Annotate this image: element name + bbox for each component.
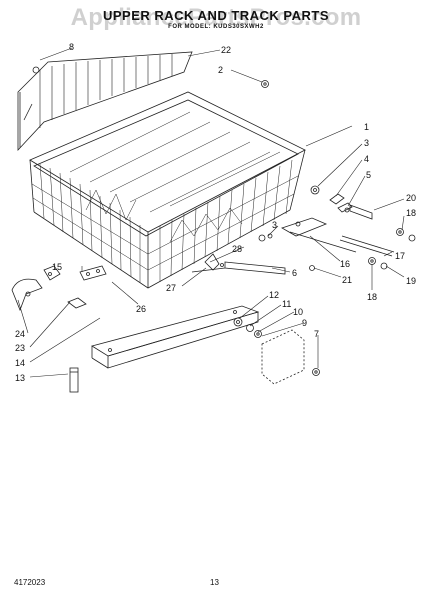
callout-26: 26 bbox=[136, 304, 146, 314]
callout-10: 10 bbox=[293, 307, 303, 317]
callout-22: 22 bbox=[221, 45, 231, 55]
callout-11: 11 bbox=[282, 299, 291, 309]
callout-27: 27 bbox=[166, 283, 176, 293]
callout-12: 12 bbox=[269, 290, 279, 300]
callout-7: 7 bbox=[314, 329, 319, 339]
tine-row-panel bbox=[17, 51, 193, 152]
rack-hardware bbox=[204, 80, 416, 271]
callout-20: 20 bbox=[406, 193, 416, 203]
callout-18-upper: 18 bbox=[406, 208, 416, 218]
callout-23: 23 bbox=[15, 343, 25, 353]
track-end-hardware bbox=[233, 317, 320, 385]
part-number: 4172023 bbox=[14, 578, 46, 587]
callout-17: 17 bbox=[395, 251, 405, 261]
callout-6: 6 bbox=[292, 268, 297, 278]
callout-5: 5 bbox=[366, 170, 371, 180]
watermark: AppliancePartsPros.com bbox=[70, 4, 362, 31]
page-title: UPPER RACK AND TRACK PARTS bbox=[102, 8, 330, 23]
callout-16: 16 bbox=[340, 259, 350, 269]
left-small-parts bbox=[11, 265, 107, 393]
callout-8: 8 bbox=[69, 42, 74, 52]
page-number: 13 bbox=[210, 578, 219, 587]
callout-3-lower: 3 bbox=[272, 220, 277, 230]
callout-labels: 8 22 2 1 3 4 5 20 18 17 19 18 21 16 3 28… bbox=[15, 42, 416, 383]
callout-19: 19 bbox=[406, 276, 416, 286]
upper-track-rail bbox=[191, 261, 286, 275]
callout-15: 15 bbox=[52, 262, 62, 272]
callout-2: 2 bbox=[218, 65, 223, 75]
upper-rack-basket bbox=[29, 91, 306, 289]
callout-3-upper: 3 bbox=[364, 138, 369, 148]
lower-track-channel bbox=[91, 305, 260, 369]
callout-14: 14 bbox=[15, 358, 25, 368]
callout-24: 24 bbox=[15, 329, 25, 339]
model-subtitle: FOR MODEL: KUDS30SXWH2 bbox=[168, 24, 264, 30]
callout-1: 1 bbox=[364, 122, 369, 132]
callout-leaders bbox=[17, 47, 405, 378]
callout-9: 9 bbox=[302, 318, 307, 328]
callout-18-lower: 18 bbox=[367, 292, 377, 302]
callout-21: 21 bbox=[342, 275, 352, 285]
callout-4: 4 bbox=[364, 154, 369, 164]
callout-28: 28 bbox=[232, 244, 242, 254]
callout-13: 13 bbox=[15, 373, 25, 383]
